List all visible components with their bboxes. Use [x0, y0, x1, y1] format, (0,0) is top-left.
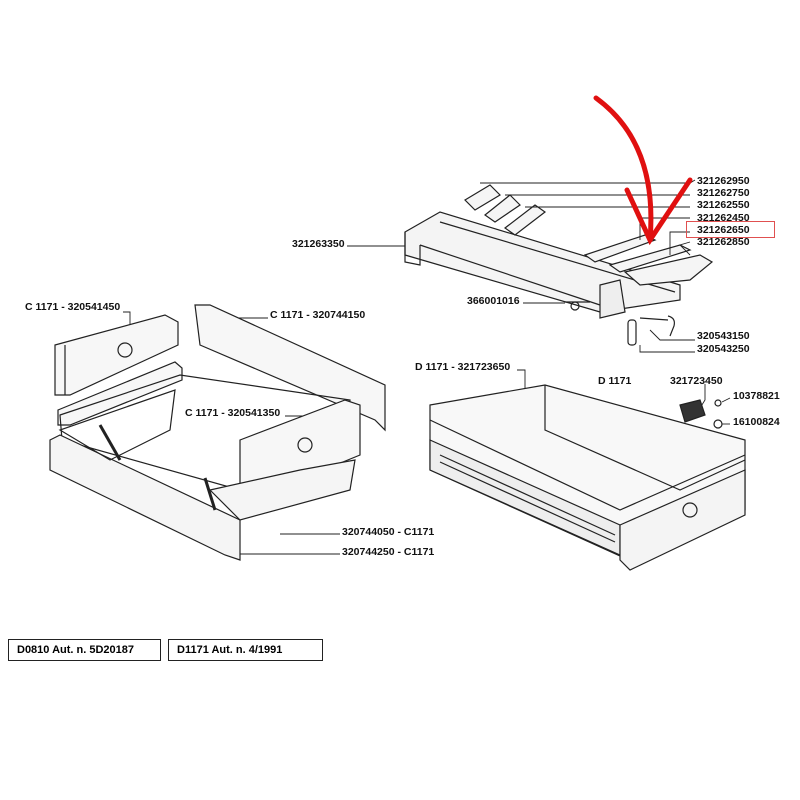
part-label[interactable]: 16100824: [733, 416, 780, 428]
part-label: D 1171: [598, 375, 632, 387]
highlight-box: [686, 221, 775, 238]
left-frame: [49, 304, 386, 561]
part-label[interactable]: C 1171 - 320744150: [270, 309, 366, 321]
part-label[interactable]: 320543250: [697, 343, 750, 355]
part-label[interactable]: 10378821: [733, 390, 780, 402]
part-label[interactable]: 320543150: [697, 330, 750, 342]
box-frame: [429, 384, 746, 571]
authorization-box: D0810 Aut. n. 5D20187: [8, 639, 161, 661]
part-label-highlighted[interactable]: 321262650: [697, 224, 750, 236]
part-label[interactable]: 321262950: [697, 175, 750, 187]
part-label[interactable]: 366001016: [467, 295, 520, 307]
part-label[interactable]: 320744250 - C1171: [342, 546, 435, 558]
red-arrow-icon: [593, 95, 693, 246]
part-label[interactable]: C 1171 - 320541450: [25, 301, 121, 313]
part-label[interactable]: D 1171 - 321723650: [415, 361, 511, 373]
part-label[interactable]: 320744050 - C1171: [342, 526, 435, 538]
pins: [627, 315, 675, 346]
rack-assembly: [404, 184, 714, 319]
part-label[interactable]: 321723450: [670, 375, 723, 387]
part-label[interactable]: 321262550: [697, 199, 750, 211]
part-label[interactable]: 321262850: [697, 236, 750, 248]
part-label[interactable]: 321263350: [292, 238, 345, 250]
part-label[interactable]: 321262750: [697, 187, 750, 199]
authorization-box: D1171 Aut. n. 4/1991: [168, 639, 323, 661]
part-label[interactable]: C 1171 - 320541350: [185, 407, 281, 419]
